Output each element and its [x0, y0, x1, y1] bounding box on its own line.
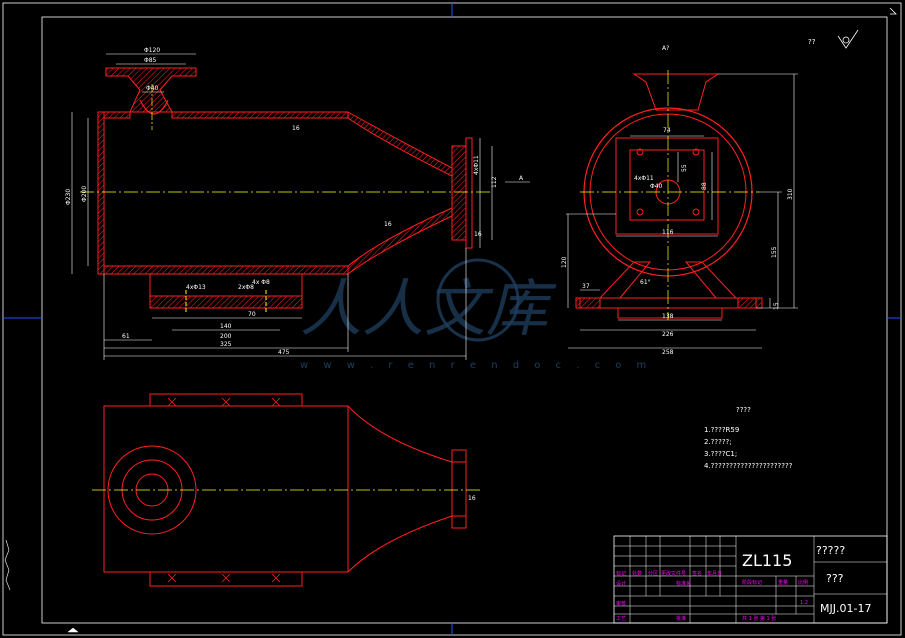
dim-side-88: 88: [701, 182, 708, 190]
notes-title: ????: [736, 406, 751, 414]
tb-label-c6: 年月日: [707, 570, 722, 577]
drawing-name: ZL115: [742, 551, 792, 570]
view-arrow-label: A: [519, 175, 524, 182]
dim-61: 61: [122, 333, 130, 340]
tb-label-weight: 重量: [778, 579, 788, 586]
dim-side-116: 116: [662, 229, 674, 236]
watermark-logo-icon: [436, 258, 520, 342]
roughness-icon: [837, 29, 859, 49]
tb-label-scale: 比例: [798, 579, 808, 586]
tb-label-c3: 分区: [648, 570, 658, 577]
tb-label-c5: 签名: [692, 570, 702, 577]
tb-sheets: 共 1 张 第 1 张: [742, 615, 776, 622]
dim-side-310: 310: [787, 188, 794, 200]
dim-side-226: 226: [662, 331, 674, 338]
dim-base-140: 140: [220, 323, 232, 330]
dim-inner-dia: Φ200: [81, 186, 88, 202]
dim-outer-dia: Φ230: [65, 189, 72, 205]
dim-base-70: 70: [248, 311, 256, 318]
dim-top-inner: Φ85: [144, 57, 157, 64]
material: ???: [826, 572, 844, 585]
dim-side-120: 120: [561, 256, 568, 268]
tb-label-std: 标准化: [676, 580, 691, 587]
dim-side-15: 15: [773, 302, 780, 310]
dim-base-slot: 2xΦ8: [238, 284, 254, 291]
dim-side-55: 55: [681, 164, 688, 172]
dim-weld-2: 16: [384, 221, 392, 228]
notes-line-3: 3.????C1;: [704, 450, 737, 458]
notes-line-4: 4.??????????????????????: [704, 462, 793, 470]
dim-325: 325: [220, 341, 232, 348]
roughness-note: ??: [808, 38, 816, 46]
side-view: 74 55 88 116 4xΦ11 Φ40 310 155 120 37 61…: [561, 45, 798, 356]
tb-label-c2: 处数: [632, 570, 642, 577]
tb-label-review: 审核: [616, 600, 626, 607]
title-block: ZL115 ????? ??? MJJ.01-17 标记 处数 分区 更改文件号…: [613, 535, 888, 624]
dim-outlet-16: 16: [474, 231, 482, 238]
dim-side-258: 258: [662, 349, 674, 356]
technical-notes: ???? 1.????R59 2.?????; 3.????C1; 4.????…: [704, 406, 793, 470]
notes-line-1: 1.????R59: [704, 426, 739, 434]
dim-outlet-112: 112: [491, 176, 498, 188]
plan-view: 16: [92, 393, 480, 587]
dim-side-138: 138: [662, 313, 674, 320]
tb-label-stage: 阶段标记: [742, 579, 762, 586]
tb-label-design: 设计: [616, 580, 626, 587]
dim-side-holes: 4xΦ11: [634, 175, 654, 182]
roughness-group: ??: [808, 29, 859, 49]
dim-top-outer: Φ120: [144, 47, 160, 54]
dim-side-74: 74: [663, 127, 671, 134]
dim-base-slot2: 4x Φ8: [252, 279, 270, 286]
section-label: A?: [662, 45, 669, 52]
dim-plan-16: 16: [468, 495, 476, 502]
dim-top-neck: Φ40: [146, 85, 159, 92]
dim-side-61deg: 61°: [640, 279, 651, 286]
tb-scale-value: 1:2: [800, 600, 808, 606]
tb-label-process: 工艺: [616, 616, 626, 622]
dim-outlet-holes: 4xΦ11: [473, 155, 480, 175]
drawing-number: MJJ.01-17: [820, 602, 871, 615]
watermark-url: w w w . r e n r e n d o c . c o m: [300, 360, 652, 371]
dim-475: 475: [278, 349, 290, 356]
tb-label-c1: 标记: [616, 570, 626, 577]
dim-side-155: 155: [771, 246, 778, 258]
main-section-view: Φ120 Φ85 Φ40 Φ230 Φ200 4xΦ11 112 16 16 1…: [65, 47, 530, 360]
dim-side-37: 37: [582, 283, 590, 290]
watermark: 人人文库 w w w . r e n r e n d o c . c o m: [300, 258, 652, 371]
dim-base-hole: 4xΦ13: [186, 284, 206, 291]
dim-side-r: Φ40: [650, 183, 663, 190]
notes-line-2: 2.?????;: [704, 438, 732, 446]
dim-weld-1: 16: [292, 125, 300, 132]
tb-label-c4: 更改文件号: [661, 570, 686, 577]
dim-base-200: 200: [220, 333, 232, 340]
tb-label-approve: 批准: [676, 615, 686, 622]
company-name: ?????: [816, 544, 845, 557]
